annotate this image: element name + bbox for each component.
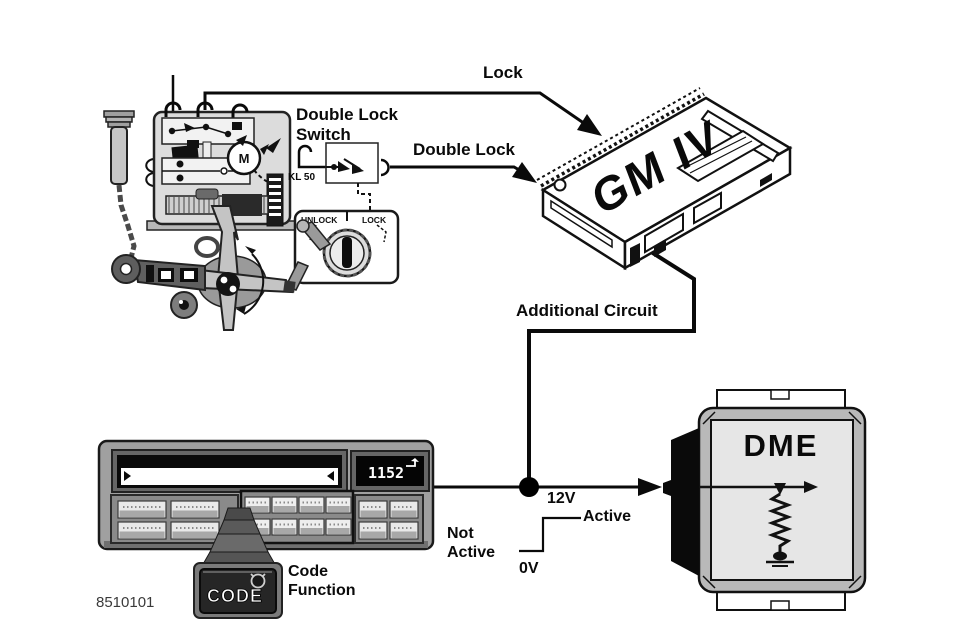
gm4-module: GM IV [536,87,793,271]
keyhole-icon [342,237,352,268]
double-lock-wire [390,162,537,183]
not-active-label-line2: Active [447,544,496,561]
radio-display: 1152 [350,450,430,492]
not-active-label: Not Active [447,524,495,562]
lock-cam [194,205,294,331]
rotation-arrow [243,253,265,315]
switch-to-key-dashed-link [357,183,371,211]
double-lock-switch-label-line1: Double Lock [296,105,399,124]
double-lock-arrowhead [512,162,537,183]
dme-connector [671,428,699,576]
dme-signal-wire [430,477,662,497]
resistor-symbol [767,492,793,552]
code-function-label-line2: Function [288,582,356,599]
junction-dot [519,477,539,497]
actuator-motor: M [226,135,281,185]
active-label: Active [583,508,632,525]
double-lock-switch-label-line2: Switch [296,125,351,144]
key-icon [250,573,266,589]
dme-arrowhead [638,478,662,496]
lock-lever [111,254,206,319]
key-link-arm [283,261,310,293]
unlock-position-label: UNLOCK [301,215,338,225]
not-active-label-line1: Not [447,525,474,542]
figure-number: 8510101 [96,594,155,611]
gear-rack [266,173,284,227]
dme-internal-circuit [699,481,818,567]
high-voltage-label: 12V [547,490,576,507]
wire-hook-icons [164,101,249,118]
low-voltage-label: 0V [519,560,539,577]
radio-button-group-right[interactable] [354,494,424,544]
additional-circuit-wire [527,248,696,480]
dme-module: DME [663,389,867,611]
door-lock-plunger [103,110,137,259]
dme-module-label: DME [744,428,819,463]
spring-contact-icons [145,158,154,187]
radio-button-group-left[interactable] [110,494,239,544]
lock-arrowhead [577,114,602,136]
display-value: 1152 [368,464,404,482]
lock-position-label: LOCK [362,215,387,225]
ground-icon [766,551,794,567]
double-lock-switch-symbol [297,142,390,211]
cassette-slot[interactable] [111,449,348,493]
lock-signal-label: Lock [483,63,523,82]
motor-label: M [239,151,250,166]
pin-row-icon [540,92,705,188]
actuator-assembly: M [103,101,300,331]
display-arrow-icon [406,458,419,467]
voltage-waveform [519,516,581,553]
code-function-label: Code Function [288,562,356,600]
double-lock-signal-label: Double Lock [413,140,516,159]
radio-unit: 1152 [97,439,435,619]
additional-circuit-label: Additional Circuit [516,301,658,320]
terminal-kl50-label: KL 50 [288,172,316,183]
double-lock-switch-label: Double Lock Switch [296,105,398,145]
plunger-link-chain [116,184,137,259]
code-button[interactable]: CODE [193,562,283,619]
key-cylinder-panel: UNLOCK LOCK [293,209,400,285]
code-button-label: CODE [207,586,263,606]
code-function-label-line1: Code [288,563,328,580]
screw-hole [553,178,567,192]
